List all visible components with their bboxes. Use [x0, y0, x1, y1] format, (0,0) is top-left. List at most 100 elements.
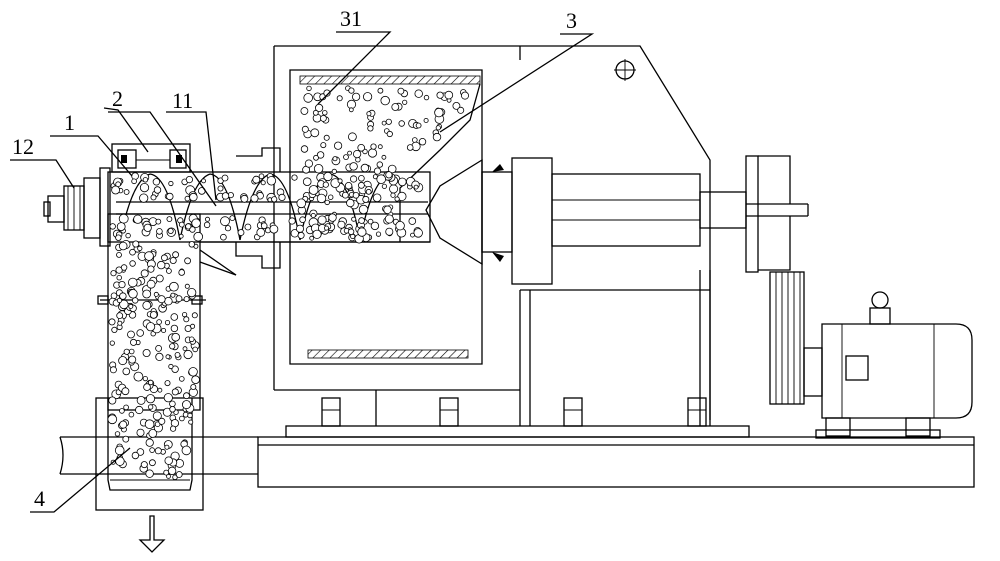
granule — [341, 191, 349, 199]
granule — [375, 231, 382, 237]
granule — [135, 405, 144, 415]
granule — [347, 150, 353, 156]
granule — [120, 264, 128, 271]
granule — [349, 175, 358, 183]
granule — [336, 95, 343, 102]
hopper — [289, 69, 483, 365]
granule — [224, 225, 232, 232]
granule — [136, 329, 145, 337]
granule — [380, 95, 390, 106]
granule — [119, 292, 127, 300]
granule — [164, 297, 173, 306]
granule — [250, 194, 259, 203]
granule — [324, 199, 330, 206]
granule — [107, 414, 118, 425]
granule — [349, 162, 358, 171]
granule — [346, 198, 355, 208]
granule — [266, 176, 277, 186]
granule — [182, 346, 188, 352]
granule — [166, 216, 173, 223]
granule — [129, 248, 136, 256]
granule — [175, 295, 183, 303]
granule — [191, 218, 201, 228]
granule — [114, 431, 121, 437]
granule — [323, 225, 329, 231]
belt-pulley — [769, 271, 805, 405]
granule — [347, 228, 355, 235]
granule — [316, 151, 325, 159]
granule — [377, 87, 384, 94]
granule — [136, 448, 145, 456]
granule — [122, 435, 130, 443]
granule — [184, 283, 190, 289]
granule — [188, 419, 194, 425]
granule — [128, 289, 138, 299]
granule — [164, 456, 173, 465]
granule — [189, 226, 196, 233]
granule — [143, 383, 151, 391]
granule — [164, 319, 171, 326]
granule — [119, 299, 129, 310]
granule — [163, 393, 173, 403]
granule — [129, 260, 136, 267]
granule — [376, 161, 383, 168]
granule — [149, 447, 155, 453]
granule — [386, 130, 393, 138]
granule — [217, 185, 224, 192]
granule — [136, 395, 146, 405]
granule — [174, 351, 181, 358]
label-3: 3 — [566, 8, 577, 33]
granule — [109, 366, 117, 374]
granule — [333, 141, 343, 150]
granule — [317, 215, 327, 225]
granule — [381, 183, 387, 189]
granule — [148, 459, 156, 467]
granule — [128, 348, 135, 355]
granule — [322, 181, 329, 188]
granule — [185, 223, 192, 230]
granule — [357, 227, 367, 237]
granule — [123, 189, 130, 195]
granule — [406, 144, 414, 151]
granule — [153, 186, 162, 194]
granule — [170, 292, 176, 298]
granule — [310, 128, 320, 138]
granule — [179, 415, 185, 422]
granule — [365, 188, 372, 195]
granule — [155, 352, 164, 361]
granule — [183, 392, 190, 400]
granule — [128, 411, 135, 418]
granule — [152, 411, 162, 421]
granule — [129, 338, 137, 346]
motor — [803, 291, 973, 439]
granule — [397, 191, 407, 201]
granule — [142, 375, 148, 382]
granule — [139, 193, 149, 203]
granule — [358, 204, 369, 215]
granule — [123, 348, 130, 355]
granule — [179, 376, 185, 382]
granule — [367, 125, 374, 132]
granule — [221, 174, 229, 182]
granule — [119, 408, 125, 414]
granule — [402, 99, 408, 105]
granule — [347, 132, 357, 142]
granule — [358, 217, 365, 224]
granule — [108, 318, 116, 326]
granule — [444, 90, 454, 100]
granule — [144, 251, 154, 261]
granule — [398, 120, 405, 127]
granule — [164, 380, 171, 387]
granule — [142, 300, 152, 310]
granule — [397, 177, 407, 187]
granule — [190, 323, 196, 329]
granule — [348, 107, 354, 113]
granule — [149, 311, 158, 319]
granule — [434, 107, 444, 118]
granule — [188, 336, 195, 343]
granule — [351, 216, 357, 222]
granule — [320, 142, 327, 149]
granule — [165, 268, 172, 274]
granule — [288, 217, 296, 225]
